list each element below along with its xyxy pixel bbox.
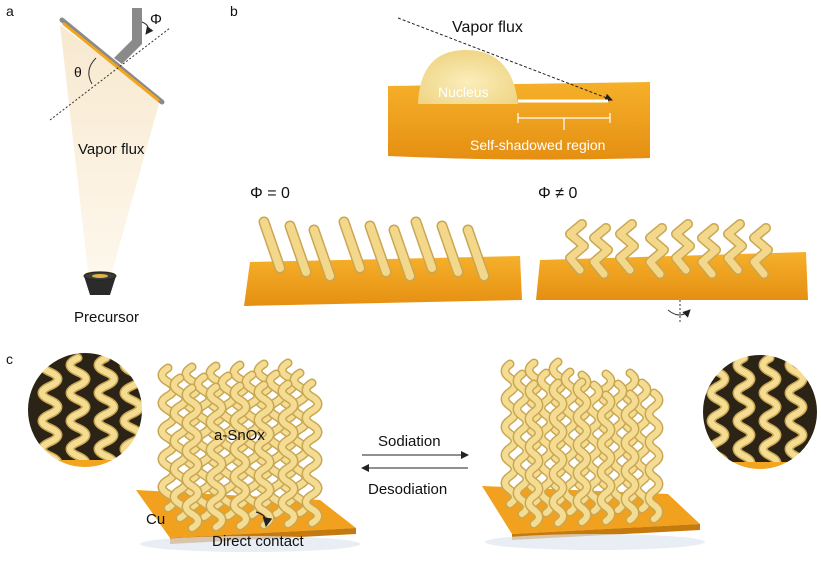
normal-dotted-line <box>49 27 171 121</box>
precursor-label: Precursor <box>74 309 139 326</box>
helix-coil <box>67 355 89 468</box>
helix-rod <box>698 224 720 278</box>
helix-coil <box>183 385 201 531</box>
phi-nonzero-label: Φ ≠ 0 <box>538 185 577 202</box>
helix-coil <box>303 380 321 526</box>
helix-rod <box>672 220 694 274</box>
helix-coil <box>95 355 117 468</box>
helix-rod <box>724 220 746 274</box>
substrate-disk-face <box>62 22 160 102</box>
theta-label: θ <box>74 64 82 80</box>
panel-c <box>26 351 819 552</box>
helix-coil <box>760 355 780 470</box>
sodiation-label: Sodiation <box>378 433 441 450</box>
material-label: a-SnOx <box>214 427 265 444</box>
helix-rod <box>616 220 638 274</box>
phi-rotation-arrow <box>141 21 154 35</box>
vapor-flux-label-a: Vapor flux <box>78 141 145 158</box>
precursor-crucible <box>83 271 117 295</box>
helix-coil <box>598 392 614 524</box>
helix-coil <box>622 391 638 523</box>
direct-contact-arrow <box>255 511 273 528</box>
helix-coil <box>550 380 566 526</box>
vapor-flux-beam <box>60 25 160 272</box>
nucleus-dome <box>418 50 518 104</box>
phi-zero-label: Φ = 0 <box>250 185 290 202</box>
phi-label: Φ <box>150 11 162 28</box>
panel-a-letter: a <box>6 3 14 19</box>
panel-b-letter: b <box>230 3 238 19</box>
helix-coil <box>279 381 297 527</box>
cu-label: Cu <box>146 511 165 528</box>
helix-coil <box>231 383 249 529</box>
nanorod <box>438 222 462 276</box>
desodiation-label: Desodiation <box>368 481 447 498</box>
helix-coil <box>207 384 225 530</box>
helical-nanorods <box>565 219 773 279</box>
self-shadowed-label: Self-shadowed region <box>470 137 605 153</box>
helix-coil <box>514 371 530 517</box>
helix-coil <box>734 355 754 470</box>
direct-contact-label: Direct contact <box>212 533 305 550</box>
helix-coil <box>574 379 590 525</box>
panel-a <box>49 8 171 295</box>
straight-nanorods <box>258 216 490 282</box>
theta-arc <box>88 57 97 85</box>
helix-coil <box>786 355 806 470</box>
nanorod <box>390 226 414 280</box>
helix-coil <box>526 381 542 527</box>
nanorod <box>310 226 334 280</box>
self-shadowed-bracket <box>517 113 611 130</box>
helix-rod <box>590 224 612 278</box>
helix-rod <box>750 224 772 278</box>
helix-coil <box>255 382 273 528</box>
panel-c-letter: c <box>6 351 13 367</box>
helix-array-right <box>500 357 664 529</box>
nanorod <box>412 218 436 272</box>
nanorod <box>340 218 364 272</box>
zoom-circle-left <box>26 351 144 469</box>
rotation-shaft <box>114 8 142 64</box>
nanorod <box>286 222 310 276</box>
helix-rod <box>646 224 668 278</box>
helix-rod <box>566 220 588 274</box>
rotation-indicator-icon <box>667 309 691 318</box>
nanorod <box>366 222 390 276</box>
nucleus-label: Nucleus <box>438 84 489 100</box>
panel-b-phi-zero-scheme <box>244 216 522 306</box>
helix-array-left <box>157 358 323 533</box>
vapor-flux-ray <box>397 17 613 102</box>
panel-b-nucleus-scheme <box>388 17 650 160</box>
zoom-circle-right <box>701 353 819 471</box>
nanorod <box>260 218 284 272</box>
helix-coil <box>646 390 662 522</box>
panel-b-phi-nonzero-scheme <box>536 219 808 322</box>
helix-coil <box>502 361 518 507</box>
substrate-phi-nonzero <box>536 252 808 300</box>
nanorod <box>464 226 488 280</box>
vapor-flux-label-b: Vapor flux <box>452 19 523 36</box>
